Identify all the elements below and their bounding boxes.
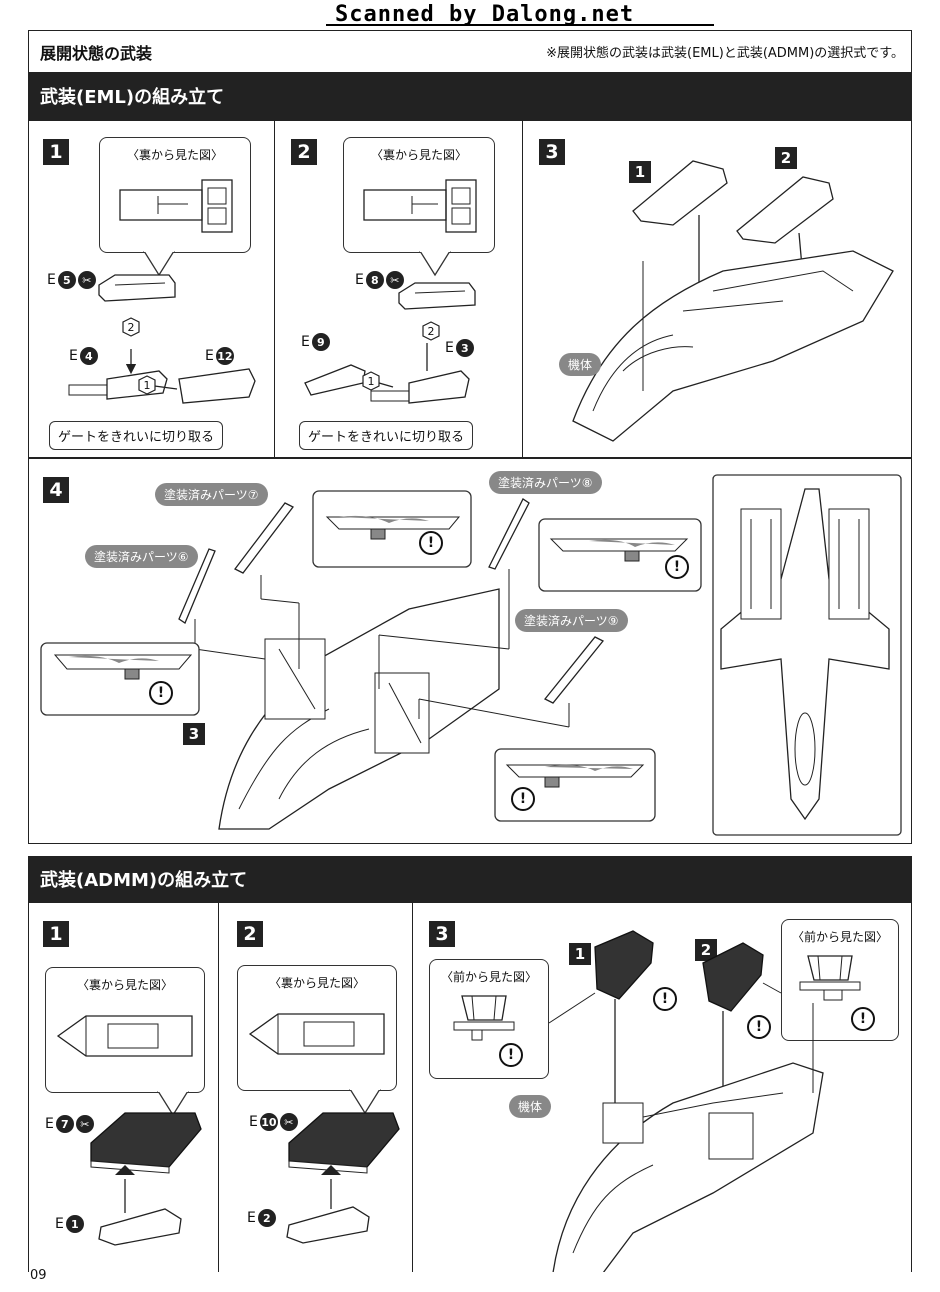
- back-view-callout: 〈裏から見た図〉: [237, 965, 397, 1091]
- callout-title: 〈裏から見た図〉: [126, 148, 223, 162]
- step-number: 3: [429, 921, 455, 947]
- painted-part-9-label: 塗装済みパーツ⑨: [515, 609, 628, 632]
- caution-icon: !: [499, 1043, 523, 1067]
- step-number: 1: [43, 139, 69, 165]
- selection-note: ※展開状態の武装は武装(EML)と武装(ADMM)の選択式です。: [546, 46, 904, 61]
- step-number: 2: [291, 139, 317, 165]
- front-view-callout-right: 〈前から見た図〉: [781, 919, 899, 1041]
- admm-step-3-panel: 3 〈前から見た図〉 ! 〈前から見た図〉 ! 1 2: [412, 902, 912, 1272]
- eml-step-3-panel: 3 1 2 機体: [522, 120, 912, 458]
- back-view-callout: 〈裏から見た図〉: [45, 967, 205, 1093]
- front-view-drawing: [799, 955, 861, 1001]
- order-marker-1: 1: [361, 371, 381, 391]
- order-marker-1: 1: [137, 375, 157, 395]
- part-e4-e12-drawing: [68, 349, 256, 404]
- part-e9-e3-drawing: [304, 343, 470, 404]
- cut-icon: ✂: [385, 271, 404, 289]
- sub-step-1: 1: [569, 943, 591, 965]
- caution-icon: !: [851, 1007, 875, 1031]
- caution-icon: !: [653, 987, 677, 1011]
- step-number: 3: [539, 139, 565, 165]
- top-title-frame: [28, 30, 912, 72]
- painted-parts-drawing: [40, 474, 902, 836]
- body-label: 機体: [559, 353, 602, 376]
- watermark-underline: [326, 24, 714, 26]
- callout-title: 〈裏から見た図〉: [370, 148, 467, 162]
- part-e5-drawing: [98, 274, 176, 302]
- front-view-callout-left: 〈前から見た図〉: [429, 959, 549, 1079]
- part-e8-drawing: [398, 282, 476, 310]
- gate-trim-note: ゲートをきれいに切り取る: [299, 421, 474, 450]
- page-title: 展開状態の武装: [40, 44, 153, 63]
- page-number: 09: [30, 1268, 47, 1283]
- cut-icon: ✂: [75, 1115, 94, 1133]
- back-view-part-drawing: [248, 1013, 385, 1055]
- caution-icon: !: [665, 555, 689, 579]
- step-number: 1: [43, 921, 69, 947]
- painted-part-7-label: 塗装済みパーツ⑦: [155, 483, 268, 506]
- admm-section-header: 武装(ADMM)の組み立て: [28, 856, 912, 902]
- painted-part-8-label: 塗装済みパーツ⑧: [489, 471, 602, 494]
- eml-mount-drawing: [572, 160, 894, 442]
- callout-title: 〈裏から見た図〉: [268, 976, 365, 990]
- back-view-part-drawing: [56, 1015, 193, 1057]
- back-view-callout: 〈裏から見た図〉: [343, 137, 495, 253]
- ref-step-3: 3: [183, 723, 205, 745]
- front-view-drawing: [453, 995, 515, 1041]
- step-number: 2: [237, 921, 263, 947]
- body-label: 機体: [509, 1095, 552, 1118]
- part-e7-e1-drawing: [90, 1112, 202, 1246]
- back-view-callout: 〈裏から見た図〉: [99, 137, 251, 253]
- sub-step-1: 1: [629, 161, 651, 183]
- caution-icon: !: [511, 787, 535, 811]
- sub-step-2: 2: [695, 939, 717, 961]
- callout-title: 〈前から見た図〉: [791, 930, 888, 944]
- caution-icon: !: [747, 1015, 771, 1039]
- admm-mount-drawing: [548, 930, 824, 1272]
- part-e10-e2-drawing: [286, 1112, 400, 1244]
- gate-trim-note: ゲートをきれいに切り取る: [49, 421, 224, 450]
- order-marker-2: 2: [121, 317, 141, 337]
- eml-section-header: 武装(EML)の組み立て: [28, 72, 912, 120]
- callout-title: 〈裏から見た図〉: [76, 978, 173, 992]
- order-marker-2: 2: [421, 321, 441, 341]
- step-number: 4: [43, 477, 69, 503]
- back-view-part-drawing: [363, 179, 477, 233]
- cut-icon: ✂: [279, 1113, 298, 1131]
- watermark: Scanned by Dalong.net: [335, 2, 635, 27]
- cut-icon: ✂: [77, 271, 96, 289]
- sub-step-2: 2: [775, 147, 797, 169]
- eml-step-4-panel: 4 塗装済みパーツ⑦ 塗装済みパーツ⑧ 塗装済みパーツ⑥ 塗装済みパーツ⑨: [28, 458, 912, 844]
- callout-title: 〈前から見た図〉: [440, 970, 537, 984]
- caution-icon: !: [149, 681, 173, 705]
- back-view-part-drawing: [119, 179, 233, 233]
- caution-icon: !: [419, 531, 443, 555]
- painted-part-6-label: 塗装済みパーツ⑥: [85, 545, 198, 568]
